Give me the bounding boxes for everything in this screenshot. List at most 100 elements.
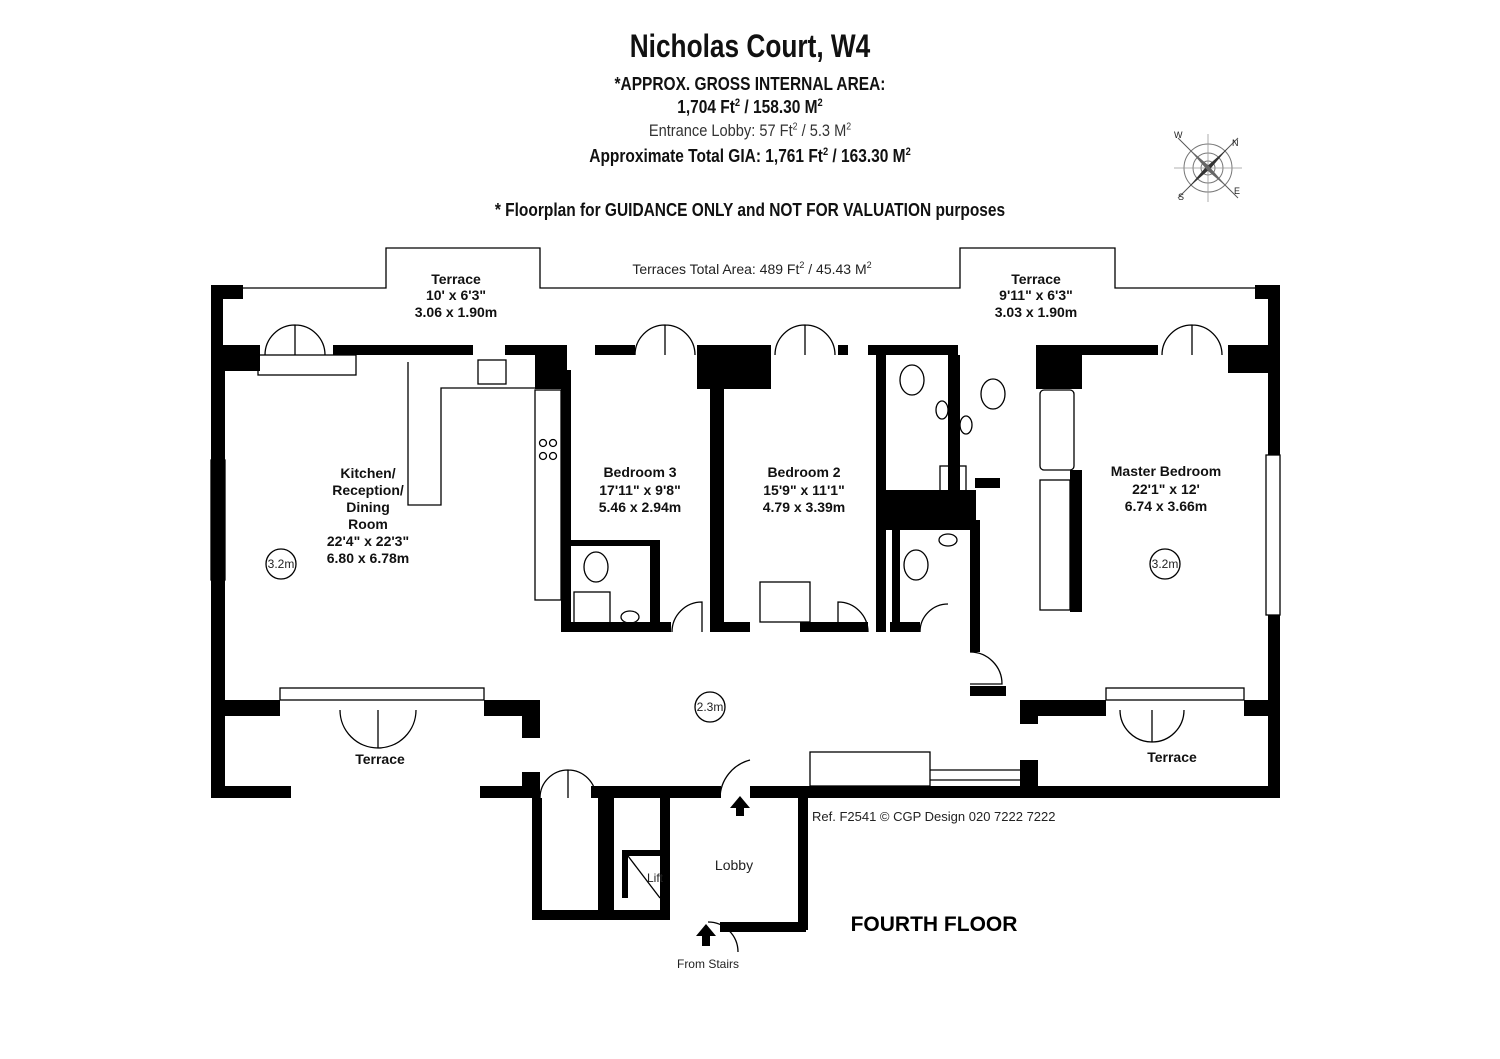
basin-icon — [935, 400, 949, 420]
wardrobe — [1039, 479, 1071, 611]
bedroom2-name: Bedroom 2 — [767, 464, 840, 480]
gross-area-ft: 1,704 Ft — [677, 97, 735, 117]
terrace-bottom-left-name: Terrace — [355, 751, 405, 767]
kitchen-metric: 6.80 x 6.78m — [327, 550, 410, 566]
kitchen-label-3: Dining — [346, 499, 390, 515]
sq-mark: 2 — [792, 121, 798, 133]
kitchen-counter — [257, 354, 357, 376]
basin-icon — [938, 533, 958, 547]
terrace-left-imperial: 10' x 6'3" — [426, 287, 486, 303]
total-gia: Approximate Total GIA: 1,761 Ft 2 / 163.3… — [105, 146, 1395, 167]
basin-icon — [959, 415, 973, 435]
height-marker: 2.3m — [694, 691, 726, 723]
compass-w: W — [1174, 130, 1183, 140]
terrace-door — [339, 709, 417, 749]
exterior-walls — [211, 285, 1280, 798]
door — [969, 651, 1003, 685]
terrace-door — [1119, 709, 1185, 743]
bath-icon — [1039, 389, 1075, 471]
terrace-door — [1161, 324, 1223, 356]
gross-area-m: / 158.30 M — [740, 97, 818, 117]
kitchen-island — [407, 362, 535, 506]
bedroom3-metric: 5.46 x 2.94m — [599, 499, 682, 515]
toilet-icon — [583, 551, 609, 583]
entrance-lobby-area: Entrance Lobby: 57 Ft2 / 5.3 M2 — [105, 121, 1395, 141]
window — [1105, 687, 1245, 701]
window — [279, 687, 485, 701]
master-imperial: 22'1" x 12' — [1132, 481, 1200, 497]
lobby-name: Lobby — [715, 857, 753, 873]
window — [1265, 454, 1281, 616]
lobby-area-m: / 5.3 M — [797, 121, 847, 140]
master-metric: 6.74 x 3.66m — [1125, 498, 1208, 514]
bedroom2-metric: 4.79 x 3.39m — [763, 499, 846, 515]
sq-mark: 2 — [734, 97, 741, 109]
lift-label: Lift — [647, 871, 664, 885]
kitchen-height: 3.2m — [268, 557, 295, 571]
window — [210, 459, 226, 581]
reference: Ref. F2541 © CGP Design 020 7222 7222 — [812, 809, 1056, 824]
terrace-left-name: Terrace — [431, 271, 481, 287]
kitchen-label-1: Kitchen/ — [340, 465, 395, 481]
wardrobe — [759, 581, 811, 623]
terrace-right-imperial: 9'11" x 6'3" — [999, 287, 1073, 303]
door — [919, 603, 949, 633]
kitchen-imperial: 22'4" x 22'3" — [327, 533, 409, 549]
terrace-left-metric: 3.06 x 1.90m — [415, 304, 498, 320]
terrace-door — [264, 324, 326, 356]
kitchen-label-4: Room — [348, 516, 388, 532]
lobby-area-ft: Entrance Lobby: 57 Ft — [648, 121, 793, 140]
door — [719, 759, 751, 799]
sq-mark: 2 — [817, 97, 823, 109]
gross-area-value: 1,704 Ft2 / 158.30 M2 — [105, 97, 1395, 118]
compass-s: S — [1178, 192, 1184, 202]
bedroom3-name: Bedroom 3 — [603, 464, 676, 480]
floor-label: FOURTH FLOOR — [851, 913, 1018, 936]
sq-mark: 2 — [799, 260, 804, 270]
kitchen-label-2: Reception/ — [332, 482, 404, 498]
bedroom2-imperial: 15'9" x 11'1" — [763, 482, 844, 498]
shower-icon — [939, 465, 967, 493]
gross-area-label: *APPROX. GROSS INTERNAL AREA: — [614, 74, 886, 94]
height-marker: 3.2m — [1149, 548, 1181, 580]
property-title: Nicholas Court, W4 — [629, 28, 871, 64]
cupboard — [809, 751, 931, 787]
terraces-total-area: Terraces Total Area: 489 Ft2 / 45.43 M2 — [632, 260, 871, 277]
hall-height: 2.3m — [697, 700, 724, 714]
door — [707, 921, 739, 953]
sq-mark: 2 — [867, 260, 872, 270]
terrace-door — [774, 324, 836, 356]
compass-e: E — [1234, 186, 1240, 196]
hob-icon — [538, 438, 558, 461]
compass-icon: W N E S — [1174, 130, 1242, 202]
total-gia-m: / 163.30 M — [828, 146, 906, 166]
toilet-icon — [980, 378, 1006, 410]
basin-icon — [620, 610, 640, 624]
terraces-total-m: / 45.43 M — [804, 261, 866, 277]
sink-icon — [477, 359, 507, 385]
toilet-icon — [903, 549, 929, 581]
disclaimer: * Floorplan for GUIDANCE ONLY and NOT FO… — [494, 200, 1006, 220]
total-gia-ft: Approximate Total GIA: 1,761 Ft — [589, 146, 823, 166]
shower-icon — [573, 591, 611, 627]
terrace-door — [634, 324, 696, 356]
terraces-total-ft: Terraces Total Area: 489 Ft — [632, 261, 799, 277]
sq-mark: 2 — [846, 121, 852, 133]
master-height: 3.2m — [1152, 557, 1179, 571]
terrace-bottom-right-name: Terrace — [1147, 749, 1197, 765]
compass-n: N — [1232, 138, 1239, 148]
toilet-icon — [899, 364, 925, 396]
door — [539, 769, 597, 799]
interior-walls — [532, 345, 1082, 932]
terrace-right-metric: 3.03 x 1.90m — [995, 304, 1078, 320]
sq-mark: 2 — [905, 146, 911, 158]
door — [837, 601, 869, 633]
top-terrace-outline — [243, 247, 1258, 289]
door — [671, 601, 703, 633]
entry-arrow-icon — [696, 796, 750, 946]
fixtures-and-doors — [210, 324, 1281, 953]
lift-icon — [627, 855, 661, 899]
kitchen-units — [534, 389, 562, 601]
bedroom3-imperial: 17'11" x 9'8" — [599, 482, 680, 498]
